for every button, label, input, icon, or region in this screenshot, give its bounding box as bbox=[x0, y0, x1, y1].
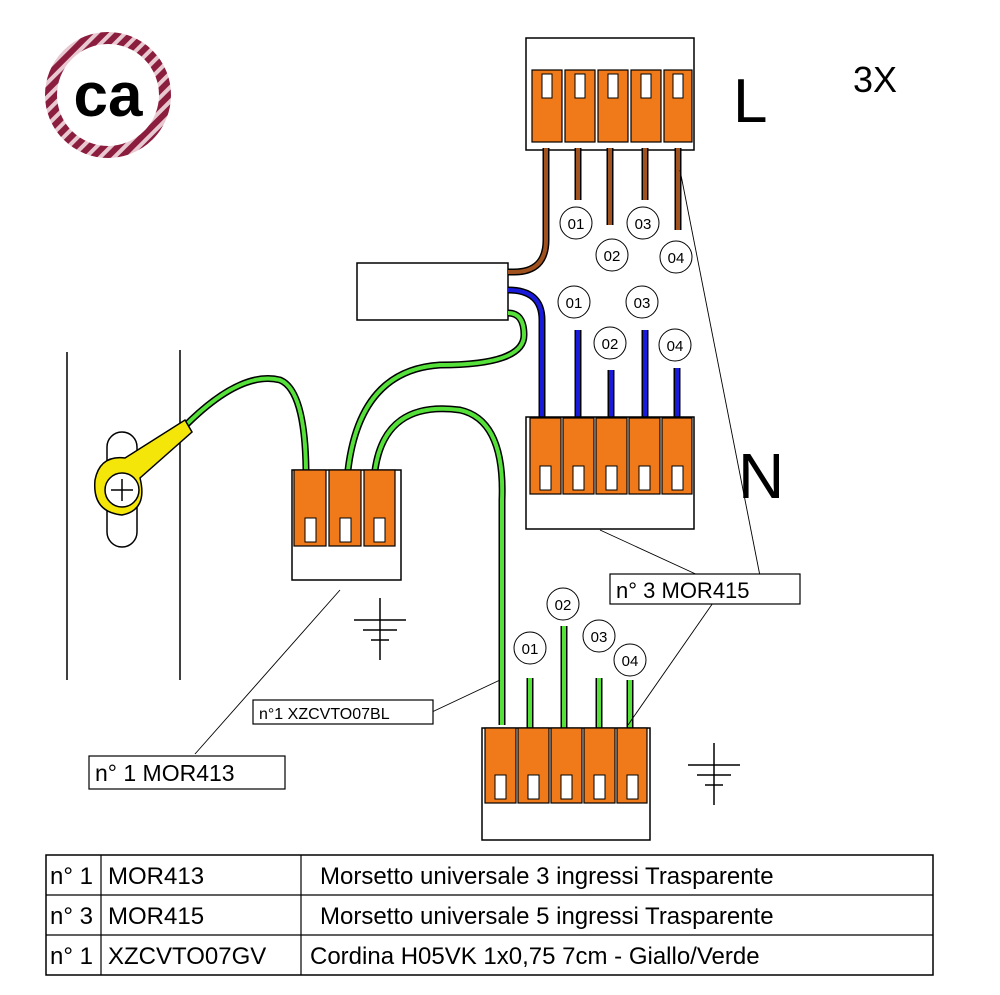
table-cell-code: MOR413 bbox=[108, 863, 204, 890]
green-wire-number: 02 bbox=[555, 597, 572, 614]
connector-earth-mor415 bbox=[481, 727, 651, 841]
brown-wire-labels: 01 02 03 04 bbox=[559, 206, 693, 274]
fixture-box bbox=[356, 262, 509, 321]
connector-line-mor415 bbox=[525, 37, 695, 151]
callout-mor415-text: n° 3 MOR415 bbox=[616, 578, 750, 603]
brown-wire-number: 03 bbox=[635, 216, 652, 233]
green-wire-labels: 01 02 03 04 bbox=[513, 587, 647, 677]
table-cell-code: MOR415 bbox=[108, 903, 204, 930]
table-cell-code: XZCVTO07GV bbox=[108, 943, 266, 970]
blue-wire-number: 03 bbox=[634, 295, 651, 312]
brown-wire-number: 01 bbox=[568, 216, 585, 233]
blue-wire-number: 01 bbox=[566, 295, 583, 312]
table-cell-qty: n° 3 bbox=[50, 903, 93, 930]
parts-table: n° 1 MOR413 Morsetto universale 3 ingres… bbox=[45, 854, 934, 976]
leader-lines bbox=[194, 169, 761, 755]
table-cell-description: Morsetto universale 3 ingressi Trasparen… bbox=[320, 863, 774, 890]
brown-wire-number: 02 bbox=[604, 248, 621, 265]
ground-screw bbox=[94, 418, 193, 548]
table-cell-qty: n° 1 bbox=[50, 943, 93, 970]
blue-wires bbox=[507, 288, 679, 420]
label-line: L bbox=[733, 67, 767, 136]
callout-mor413-text: n° 1 MOR413 bbox=[95, 760, 235, 786]
callout-mor415: n° 3 MOR415 bbox=[609, 573, 801, 605]
green-wire-number: 04 bbox=[622, 653, 639, 670]
green-wire-number: 03 bbox=[591, 629, 608, 646]
blue-wire-number: 02 bbox=[602, 336, 619, 353]
callout-cable-text: n°1 XZCVTO07BL bbox=[259, 706, 390, 723]
green-wires bbox=[181, 311, 632, 730]
brand-logo: ca bbox=[45, 32, 171, 158]
brown-wire-number: 04 bbox=[668, 250, 685, 267]
ground-symbol-icon bbox=[353, 597, 407, 661]
blue-wire-labels: 01 02 03 04 bbox=[557, 285, 692, 362]
label-neutral: N bbox=[738, 440, 784, 512]
table-cell-description: Cordina H05VK 1x0,75 7cm - Giallo/Verde bbox=[310, 943, 760, 970]
quantity-label: 3X bbox=[853, 59, 897, 100]
ground-symbol-icon bbox=[687, 742, 741, 806]
connector-neutral-mor415 bbox=[525, 416, 695, 530]
callout-mor413: n° 1 MOR413 bbox=[88, 755, 286, 790]
connector-ground-mor413 bbox=[291, 469, 402, 581]
table-cell-qty: n° 1 bbox=[50, 863, 93, 890]
table-cell-description: Morsetto universale 5 ingressi Trasparen… bbox=[320, 903, 774, 930]
callout-cable: n°1 XZCVTO07BL bbox=[252, 699, 434, 725]
green-wire-number: 01 bbox=[522, 641, 539, 658]
blue-wire-number: 04 bbox=[667, 338, 684, 355]
logo-text: ca bbox=[74, 61, 143, 130]
